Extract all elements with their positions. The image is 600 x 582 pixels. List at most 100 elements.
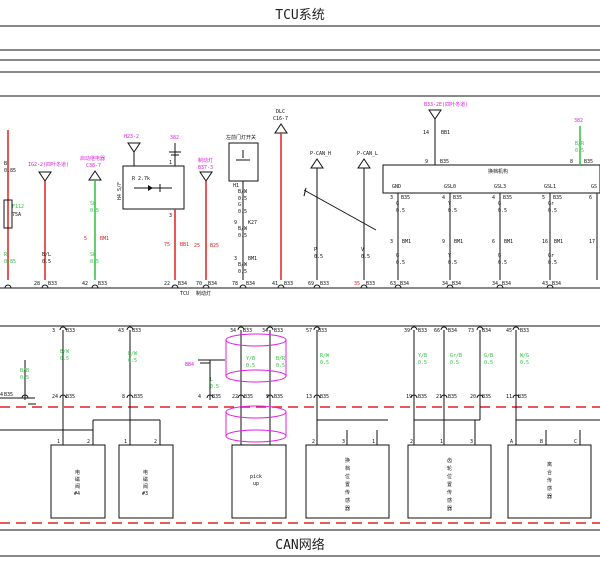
conn-pin [476, 394, 484, 399]
sol3-name3: 阀 [143, 483, 148, 490]
ig2-feed: IG2-2(四叶冬道) B/L 0.5 28 B33 [28, 161, 69, 287]
can-l: P-CAN_L V 0.5 35 B33 [354, 151, 378, 287]
shift-col-pin-a: 4 [492, 195, 495, 201]
shift-col-wire2: G [498, 253, 501, 259]
pickup-top-conn2: B33 [274, 328, 283, 334]
left-wire-feed: B/B 0.5 4 B35 [0, 360, 29, 400]
dlc-conn-bus: B33 [284, 281, 293, 287]
shift-col-name: GND [392, 184, 401, 190]
shift-col-pin-c: 43 [542, 281, 548, 287]
s1-p2: 3 [342, 439, 345, 445]
shift-col-name: GS [591, 184, 597, 190]
sensor-name-char: 器 [547, 494, 552, 500]
left-wire-pin: 4 [0, 392, 3, 398]
pickup-top-pin2: 34 [262, 328, 268, 334]
start-conn2: B33 [98, 281, 107, 287]
s2-top-conn: B33 [418, 328, 427, 334]
brake-pin: 25 [194, 243, 200, 249]
s3-conn2: B35 [518, 394, 527, 400]
s3-pin: 20 [470, 394, 476, 400]
sol4-conn: B35 [66, 394, 75, 400]
can-l-label: P-CAN_L [357, 151, 378, 157]
bus-pin-bottom [440, 326, 448, 331]
fuse-bottom-wire: R [4, 252, 8, 258]
bus-pin-top [546, 284, 554, 289]
shift-col-wire-label: Y [448, 201, 451, 207]
conn-pin [313, 394, 321, 399]
shift-col-size2: 0.5 [548, 260, 557, 266]
start-label: 启动继电器 [80, 155, 105, 162]
fuse-amp: 75A [12, 212, 21, 218]
pickup-pin1: 22 [232, 394, 238, 400]
fuse-top-wire: B [4, 161, 7, 167]
sensor-name-char: 感 [447, 497, 452, 504]
s2-size2: 0.5 [450, 360, 459, 366]
conn-pin [410, 394, 418, 399]
shift-col-pin-b: 3 [390, 239, 393, 245]
conn-pin [59, 394, 67, 399]
brake-conn: B25 [210, 243, 219, 249]
s2-pin2: 21 [436, 394, 442, 400]
s2-p2: 1 [440, 439, 443, 445]
s1-p3: 1 [372, 439, 375, 445]
shift-col-size: 0.5 [396, 208, 405, 214]
shift-label2: 382 [574, 118, 583, 124]
sol3-p1: 1 [124, 439, 127, 445]
pickup-size-l: 0.5 [210, 384, 219, 390]
clutch-sensor: 73 B34 45 B33 G/B 0.5 W/G 0.5 20 B35 11 … [468, 328, 600, 519]
shift-col-name: GSL3 [494, 184, 506, 190]
relay-conn-bus: B34 [178, 281, 187, 287]
bus-pin-top [360, 284, 368, 289]
sensor-name-char: 档 [345, 465, 350, 472]
relay-res: R 2.7k [132, 176, 150, 182]
start-size2: 0.5 [90, 259, 99, 265]
s1-top-pin: 57 [306, 328, 312, 334]
ig2-pin: 28 [34, 281, 40, 287]
can-l-conn-bus: B33 [366, 281, 375, 287]
pickup-pin-l: 4 [198, 394, 201, 400]
door-wire1: B/W [238, 189, 248, 195]
s3-top-conn: B34 [482, 328, 491, 334]
brake-label: 制动灯 [198, 157, 213, 164]
conn-pin [126, 394, 134, 399]
left-ground [0, 397, 36, 405]
sol3-conn: B35 [134, 394, 143, 400]
shift-col-conn-b: BM1 [454, 239, 463, 245]
bus-pin-bottom [313, 326, 321, 331]
sensor-name-char: 传 [447, 489, 452, 496]
door-wire3: B/W [238, 262, 248, 268]
s1-top-conn: B33 [318, 328, 327, 334]
shift-col-conn-a: B35 [453, 195, 462, 201]
shift-col-pin-b: 6 [492, 239, 495, 245]
sensor-name-char: 感 [345, 497, 350, 504]
s2-wire2: Gr/B [450, 353, 462, 359]
start-c1: BM1 [100, 236, 109, 242]
shift-mechanism: B33-2E(四叶冬道) 14 BB1 9 B35 换档机构 382 B/R 0… [382, 101, 600, 287]
relay-pin-bottom: 3 [169, 213, 172, 219]
sol3-size: 0.5 [128, 358, 137, 364]
brake-lamp-feed: 制动灯 B37-3 25 B25 70 B34 制动灯 [194, 157, 219, 297]
sensor-name-char: 传 [547, 477, 552, 484]
shift-col-conn-c: B34 [502, 281, 511, 287]
shift-col-size: 0.5 [448, 208, 457, 214]
shift-conn-top: BB1 [441, 130, 450, 136]
relay-conn-out: BB1 [180, 242, 189, 248]
door-wire2: B/W [238, 226, 248, 232]
sensor-name-char: 传 [345, 489, 350, 496]
shift-size2: 0.5 [575, 148, 584, 154]
door-conn-low: BM1 [248, 256, 257, 262]
sol4-wire: B/W [60, 349, 70, 355]
shift-col-conn-a: B35 [503, 195, 512, 201]
conn-pin [512, 394, 520, 399]
s3-p2: B [540, 439, 543, 445]
shift-col-pin-b: 9 [442, 239, 445, 245]
s2-p1: 2 [410, 439, 413, 445]
door-pin-low: 3 [234, 256, 237, 262]
shift-col-wire2: Gr [548, 253, 554, 259]
pickup-conn1: B35 [244, 394, 253, 400]
bus-pin-bottom [237, 326, 245, 331]
sol4-p2: 2 [87, 439, 90, 445]
shift-col-wire2: G [396, 253, 399, 259]
shift-col-conn-b: BM1 [402, 239, 411, 245]
